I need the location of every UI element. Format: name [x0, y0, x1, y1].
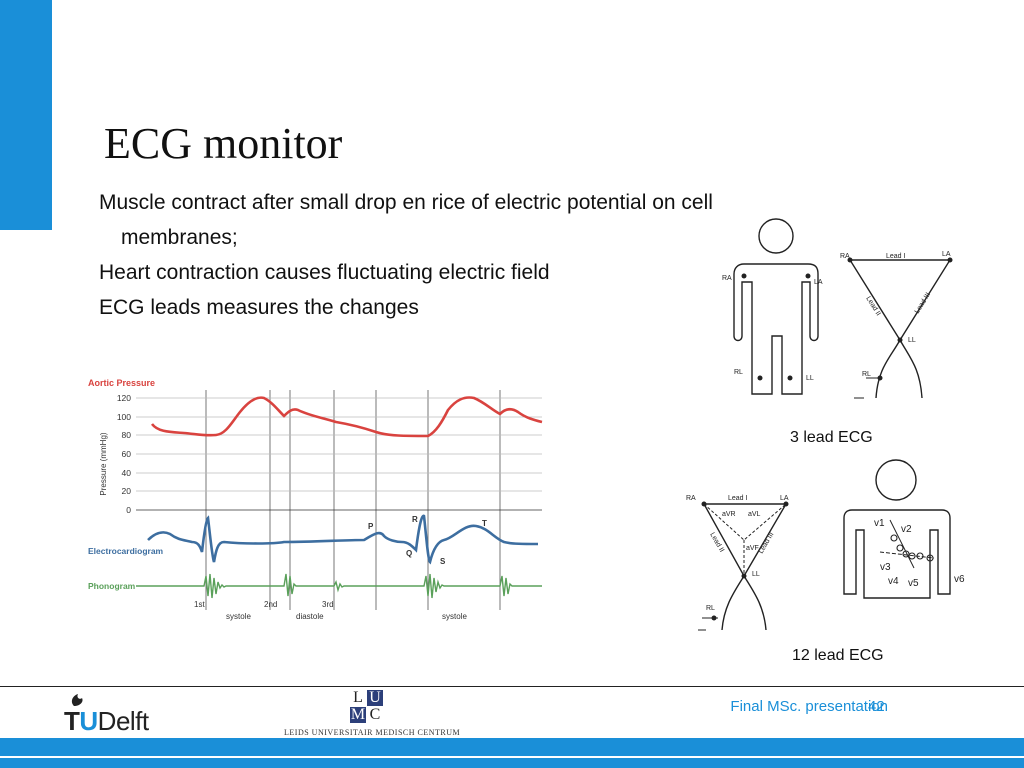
slide-title: ECG monitor — [104, 119, 343, 168]
pressure-axis-label: Pressure (mmHg) — [99, 432, 108, 495]
ytick-0: 0 — [126, 505, 131, 515]
bottom-bar — [0, 738, 1024, 768]
ecg-label: Electrocardiogram — [88, 546, 164, 556]
cardiac-cycle-chart: Aortic Pressure 120 100 80 60 40 20 0 Pr… — [88, 378, 543, 621]
tud-u: U — [79, 706, 98, 736]
wave-q: Q — [406, 549, 412, 558]
ytick-60: 60 — [122, 449, 132, 459]
tud-t: T — [64, 706, 80, 736]
lumc-c: C — [367, 707, 383, 723]
label-lead-1: Lead I — [886, 253, 906, 260]
ecg-trace — [147, 514, 539, 565]
torso-figure — [843, 509, 951, 599]
bullet-3: ECG leads measures the changes — [99, 296, 419, 319]
label-ll: LL — [806, 375, 814, 382]
lead-triangle — [702, 503, 788, 578]
phonogram-label: Phonogram — [88, 581, 136, 591]
einthoven-triangle — [848, 259, 952, 342]
phase-diastole: diastole — [296, 612, 324, 621]
wave-r: R — [412, 515, 418, 524]
head-figure-12 — [875, 459, 917, 501]
ytick-120: 120 — [117, 393, 131, 403]
page-number: 42 — [868, 698, 885, 715]
ytick-100: 100 — [117, 412, 131, 422]
lumc-l: L — [350, 690, 366, 706]
phonogram-trace — [136, 573, 542, 599]
footer-divider — [0, 686, 1024, 687]
tu-delft-logo: TUDelft — [64, 706, 149, 737]
label-ra: RA — [722, 275, 732, 282]
label-lead-3: Lead III — [914, 292, 932, 316]
label-ll-12: LL — [752, 571, 760, 578]
body-figure — [733, 263, 819, 395]
bullet-list: Muscle contract after small drop en rice… — [99, 185, 879, 325]
sound-1st: 1st — [194, 600, 205, 609]
label-v2: v2 — [901, 524, 912, 535]
label-v5: v5 — [908, 578, 919, 589]
label-ra-12: RA — [686, 495, 696, 502]
label-la-12: LA — [780, 495, 789, 502]
label-la: LA — [814, 279, 823, 286]
head-figure — [758, 218, 794, 254]
wave-p: P — [368, 522, 374, 531]
label-lead-1-12: Lead I — [728, 495, 748, 502]
wave-t: T — [482, 519, 487, 528]
footer-label: Final MSc. presentation — [730, 698, 888, 715]
sound-3rd: 3rd — [322, 600, 334, 609]
sound-2nd: 2nd — [264, 600, 277, 609]
label-v3: v3 — [880, 562, 891, 573]
bullet-2: Heart contraction causes fluctuating ele… — [99, 261, 550, 284]
pressure-trace — [150, 396, 543, 438]
twelve-lead-diagram: RA Lead I LA aVR aVL aVF Lead II Lead II… — [686, 459, 965, 631]
tu-delft-flame-icon — [71, 694, 83, 706]
label-lead-2-12: Lead II — [708, 532, 725, 554]
label-avl: aVL — [748, 511, 761, 518]
ytick-80: 80 — [122, 430, 132, 440]
label-rl: RL — [734, 369, 743, 376]
label-rl-12: RL — [706, 605, 715, 612]
caption-3-lead: 3 lead ECG — [790, 429, 873, 446]
wave-s: S — [440, 557, 446, 566]
phase-systole-2: systole — [442, 612, 467, 621]
aortic-pressure-label: Aortic Pressure — [88, 378, 155, 388]
phase-systole-1: systole — [226, 612, 251, 621]
ytick-20: 20 — [122, 486, 132, 496]
label-avr: aVR — [722, 511, 736, 518]
bullet-1-cont: membranes; — [121, 226, 238, 249]
bullet-1: Muscle contract after small drop en rice… — [99, 191, 713, 214]
label-v4: v4 — [888, 576, 899, 587]
label-la-tri: LA — [942, 251, 951, 258]
label-v1: v1 — [874, 518, 885, 529]
three-lead-diagram: RA LA RL LL RA Lead I LA Lead II Lead II… — [722, 218, 953, 399]
label-v6: v6 — [954, 574, 965, 585]
label-ra-tri: RA — [840, 253, 850, 260]
accent-bar — [0, 0, 52, 230]
lumc-u: U — [367, 690, 383, 706]
caption-12-lead: 12 lead ECG — [792, 647, 884, 664]
label-lead-3-12: Lead III — [758, 531, 776, 555]
tud-delft: Delft — [97, 706, 149, 736]
lumc-name: LEIDS UNIVERSITAIR MEDISCH CENTRUM — [284, 728, 461, 737]
ytick-40: 40 — [122, 468, 132, 478]
lumc-m: M — [350, 706, 366, 723]
label-rl-tri: RL — [862, 371, 871, 378]
label-ll-tri: LL — [908, 337, 916, 344]
label-avf: aVF — [746, 545, 759, 552]
